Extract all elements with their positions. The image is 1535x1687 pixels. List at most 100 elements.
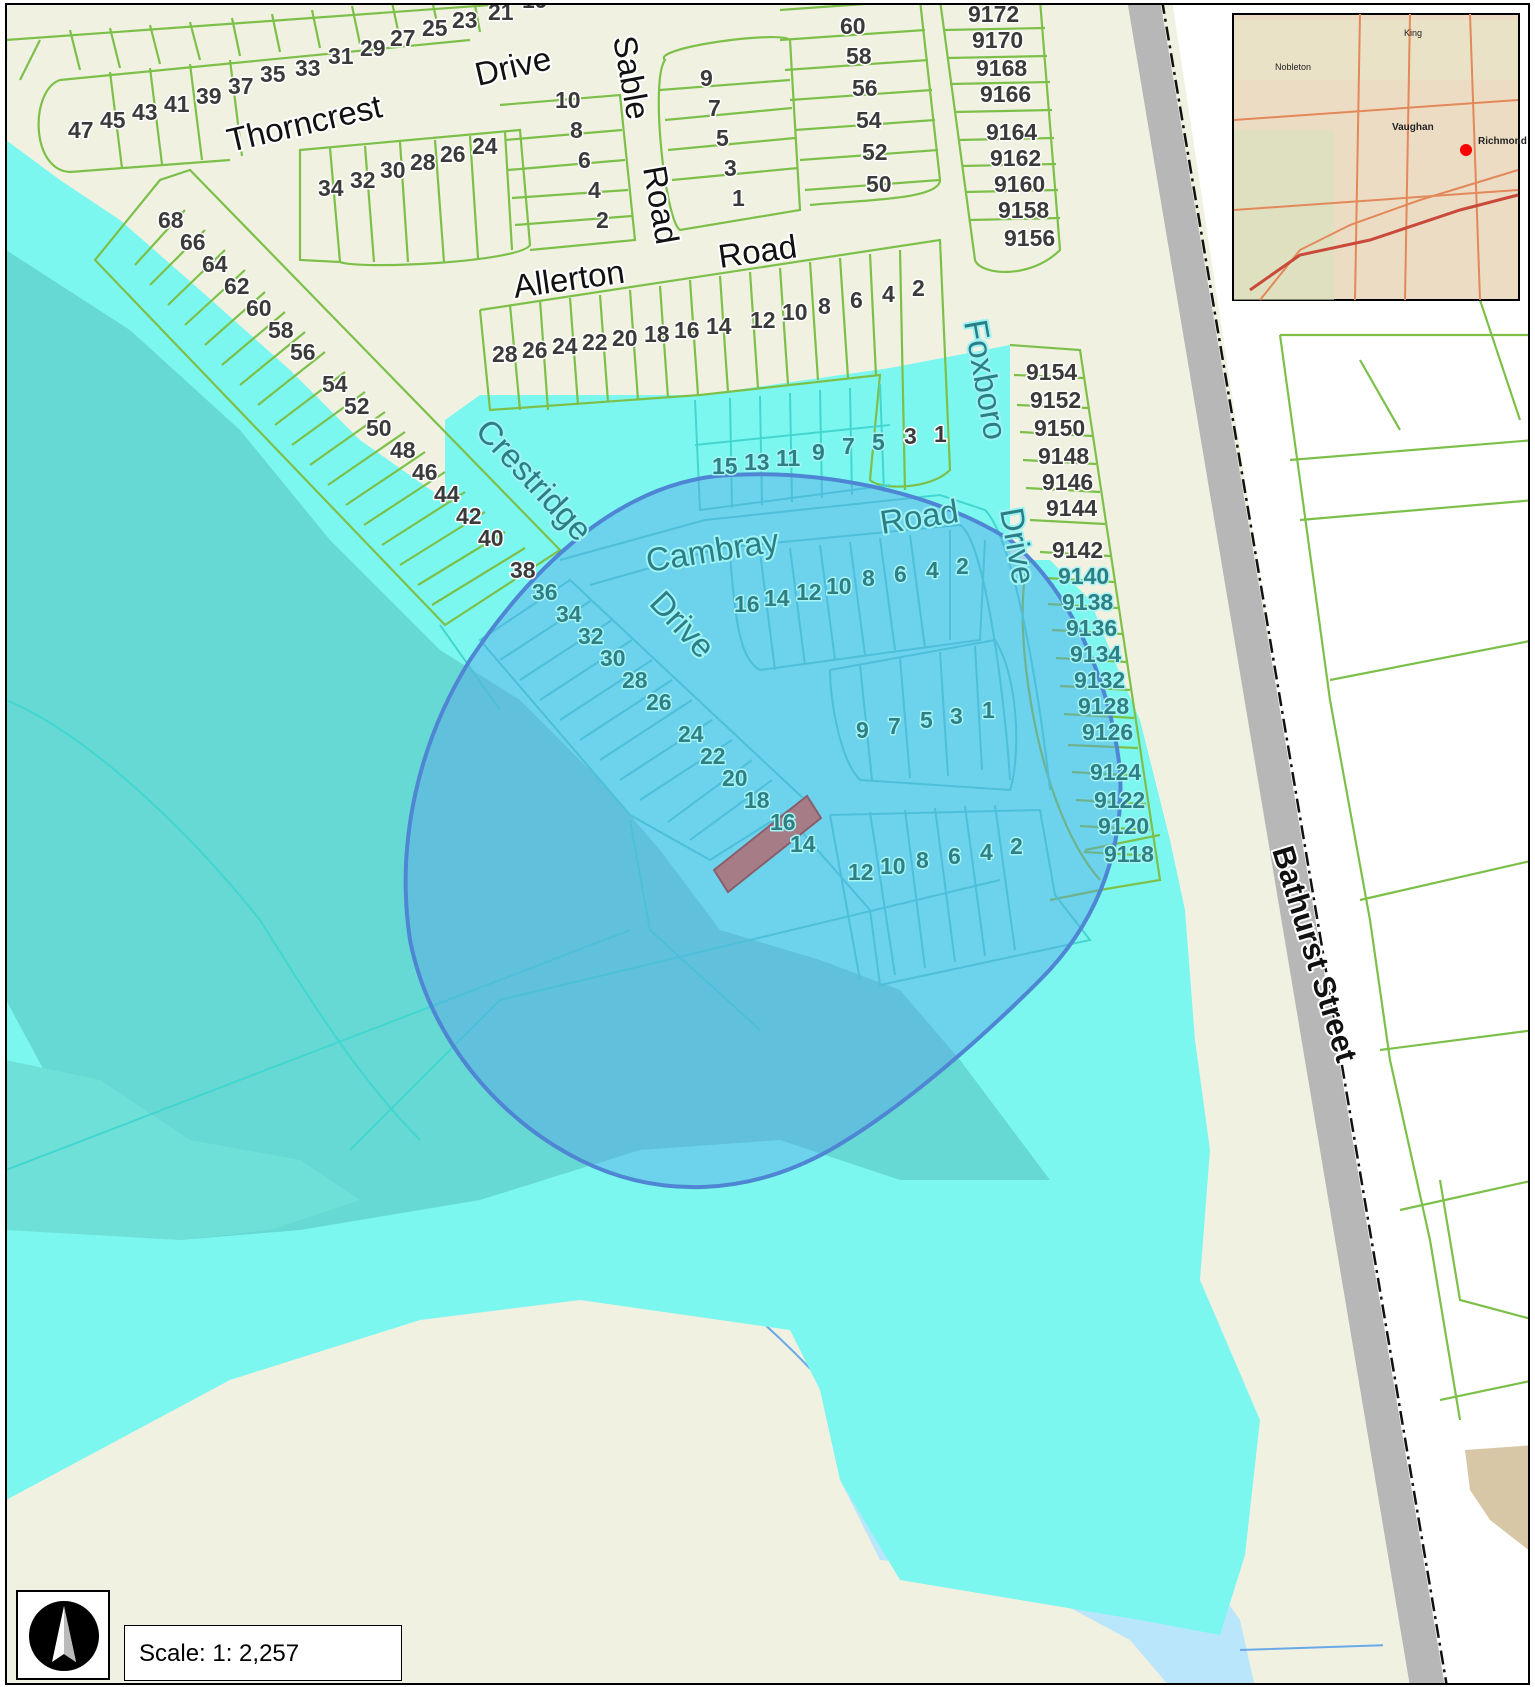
lot-number: 6 [948, 843, 961, 869]
lot-number: 56 [290, 339, 316, 365]
lot-number: 32 [578, 623, 604, 649]
lot-number: 29 [360, 35, 386, 61]
lot-number: 9158 [998, 197, 1049, 223]
lot-number: 64 [202, 251, 228, 277]
lot-number: 10 [555, 87, 581, 113]
lot-number: 9156 [1004, 225, 1055, 251]
lot-number: 5 [920, 707, 933, 733]
lot-number: 12 [848, 859, 874, 885]
lot-number: 26 [440, 141, 466, 167]
lot-number: 36 [532, 579, 558, 605]
lot-number: 9 [856, 717, 869, 743]
lot-number: 5 [872, 429, 885, 455]
lot-number: 60 [840, 13, 866, 39]
lot-number: 34 [318, 175, 344, 201]
lot-number: 16 [734, 591, 760, 617]
lot-number: 18 [744, 787, 770, 813]
lot-number: 9162 [990, 145, 1041, 171]
lot-number: 2 [912, 275, 925, 301]
lot-number: 8 [862, 565, 875, 591]
lot-number: 9128 [1078, 693, 1129, 719]
lot-number: 9164 [986, 119, 1037, 145]
lot-numbers: 35 33 31 29 27 25 23 21 19 47 45 43 41 3… [67, 0, 1156, 887]
lot-number: 44 [434, 481, 460, 507]
map-frame [5, 3, 1530, 1685]
lot-number: 30 [380, 157, 406, 183]
lot-number: 24 [552, 333, 578, 359]
lot-number: 9126 [1082, 719, 1133, 745]
lot-number: 26 [646, 689, 672, 715]
parcel-fabric-regulated [6, 383, 1092, 1171]
lot-number: 9134 [1070, 641, 1121, 667]
regulated-area-dark-south [6, 1060, 360, 1240]
inset-label-richmond: Richmond [1478, 136, 1527, 147]
lot-number: 7 [888, 713, 901, 739]
lot-number: 3 [950, 703, 963, 729]
lot-number: 34 [556, 601, 582, 627]
lot-number: 22 [582, 329, 608, 355]
lot-number: 54 [856, 107, 882, 133]
inset-locator-map: King Nobleton Vaughan Richmond [1232, 13, 1527, 301]
lot-number: 28 [492, 341, 518, 367]
lot-number: 52 [344, 393, 370, 419]
lot-number: 24 [472, 133, 498, 159]
lot-number: 46 [412, 459, 438, 485]
lot-number: 31 [328, 43, 354, 69]
lot-number: 48 [390, 437, 416, 463]
lot-number: 4 [926, 557, 939, 583]
lot-number: 9120 [1098, 813, 1149, 839]
lot-number: 45 [100, 107, 126, 133]
lot-number: 54 [322, 371, 348, 397]
lot-number: 56 [852, 75, 878, 101]
brown-parcel [1465, 1445, 1529, 1551]
lot-number: 6 [850, 287, 863, 313]
lot-number: 39 [196, 83, 222, 109]
subject-property-lot-16[interactable] [712, 794, 823, 894]
lot-number: 13 [744, 449, 770, 475]
lot-number: 40 [478, 525, 504, 551]
lot-number: 3 [904, 423, 917, 449]
lot-number: 3 [724, 155, 737, 181]
inset-location-marker [1460, 144, 1472, 156]
lot-number: 9 [700, 65, 713, 91]
lot-number: 12 [750, 307, 776, 333]
lot-number: 9152 [1030, 387, 1081, 413]
lot-number: 9146 [1042, 469, 1093, 495]
lot-number: 4 [882, 281, 895, 307]
lot-number: 18 [644, 321, 670, 347]
bathurst-corridor [1127, 4, 1448, 1684]
inset-label-nobleton: Nobleton [1275, 62, 1311, 72]
lot-number: 9142 [1052, 537, 1103, 563]
lot-number: 9140 [1058, 563, 1109, 589]
lot-number: 9136 [1066, 615, 1117, 641]
lot-number: 33 [295, 55, 321, 81]
lot-number: 19 [522, 0, 548, 13]
scale-value: 1: 2,257 [212, 1640, 300, 1667]
lot-number: 9122 [1094, 787, 1145, 813]
lot-number: 9166 [980, 81, 1031, 107]
lot-number: 7 [708, 95, 721, 121]
lot-number: 9168 [976, 55, 1027, 81]
lot-number: 23 [452, 7, 478, 33]
lot-number: 47 [68, 117, 94, 143]
lot-number: 12 [796, 579, 822, 605]
lot-number: 4 [980, 839, 993, 865]
lot-number: 6 [894, 561, 907, 587]
lot-number: 15 [712, 453, 738, 479]
lot-number: 5 [716, 125, 729, 151]
lot-number: 9118 [1104, 841, 1154, 867]
lot-number: 8 [818, 293, 831, 319]
lot-number: 62 [224, 273, 250, 299]
lot-number: 9132 [1074, 667, 1125, 693]
lot-number: 38 [510, 557, 536, 583]
inset-label-king: King [1404, 28, 1422, 38]
lot-number: 20 [722, 765, 748, 791]
lot-number: 9160 [994, 171, 1045, 197]
lot-number: 50 [866, 171, 892, 197]
lot-number: 24 [678, 721, 704, 747]
lot-number: 16 [674, 317, 700, 343]
lot-number: 28 [410, 149, 436, 175]
lot-number: 1 [934, 421, 947, 447]
lot-number: 28 [622, 667, 648, 693]
